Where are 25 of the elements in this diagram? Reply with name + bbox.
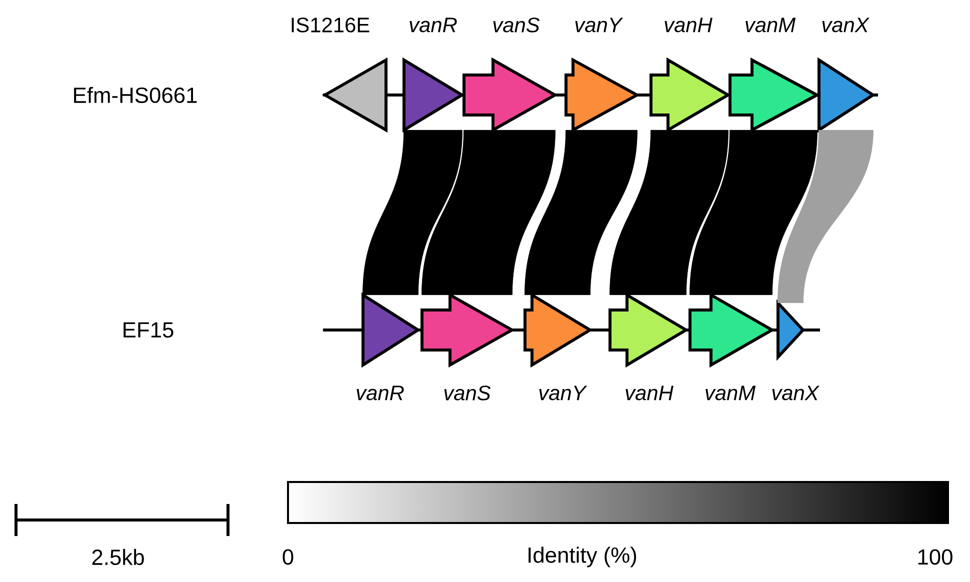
row-label: Efm-HS0661 xyxy=(74,86,197,104)
gene-label: vanY xyxy=(575,18,624,32)
identity-band xyxy=(422,130,556,296)
identity-band xyxy=(524,130,638,296)
scale-label: 2.5kb xyxy=(92,548,144,566)
gene-label: vanM xyxy=(746,18,796,32)
gene-label: vanS xyxy=(493,18,540,32)
row-label: EF15 xyxy=(124,322,174,338)
gene-label: IS1216E xyxy=(292,18,370,32)
gene-label: vanX xyxy=(822,18,870,32)
gene-label: vanR xyxy=(356,386,404,400)
colorbar-title: Identity (%) xyxy=(528,546,636,568)
colorbar-tick-label: 0 xyxy=(282,549,294,565)
gene-label: vanX xyxy=(772,386,820,400)
colorbar-tick-label: 100 xyxy=(918,549,952,565)
identity-band xyxy=(610,130,728,296)
gene-label: vanM xyxy=(706,386,756,400)
gene-label: vanS xyxy=(444,386,491,400)
identity-band xyxy=(690,130,818,296)
identity-band xyxy=(362,130,462,296)
identity-band xyxy=(778,130,874,304)
gene-label: vanH xyxy=(664,18,712,32)
gene-label: vanR xyxy=(410,18,457,32)
gene-label: vanY xyxy=(539,386,588,400)
gene-label: vanH xyxy=(626,386,674,400)
